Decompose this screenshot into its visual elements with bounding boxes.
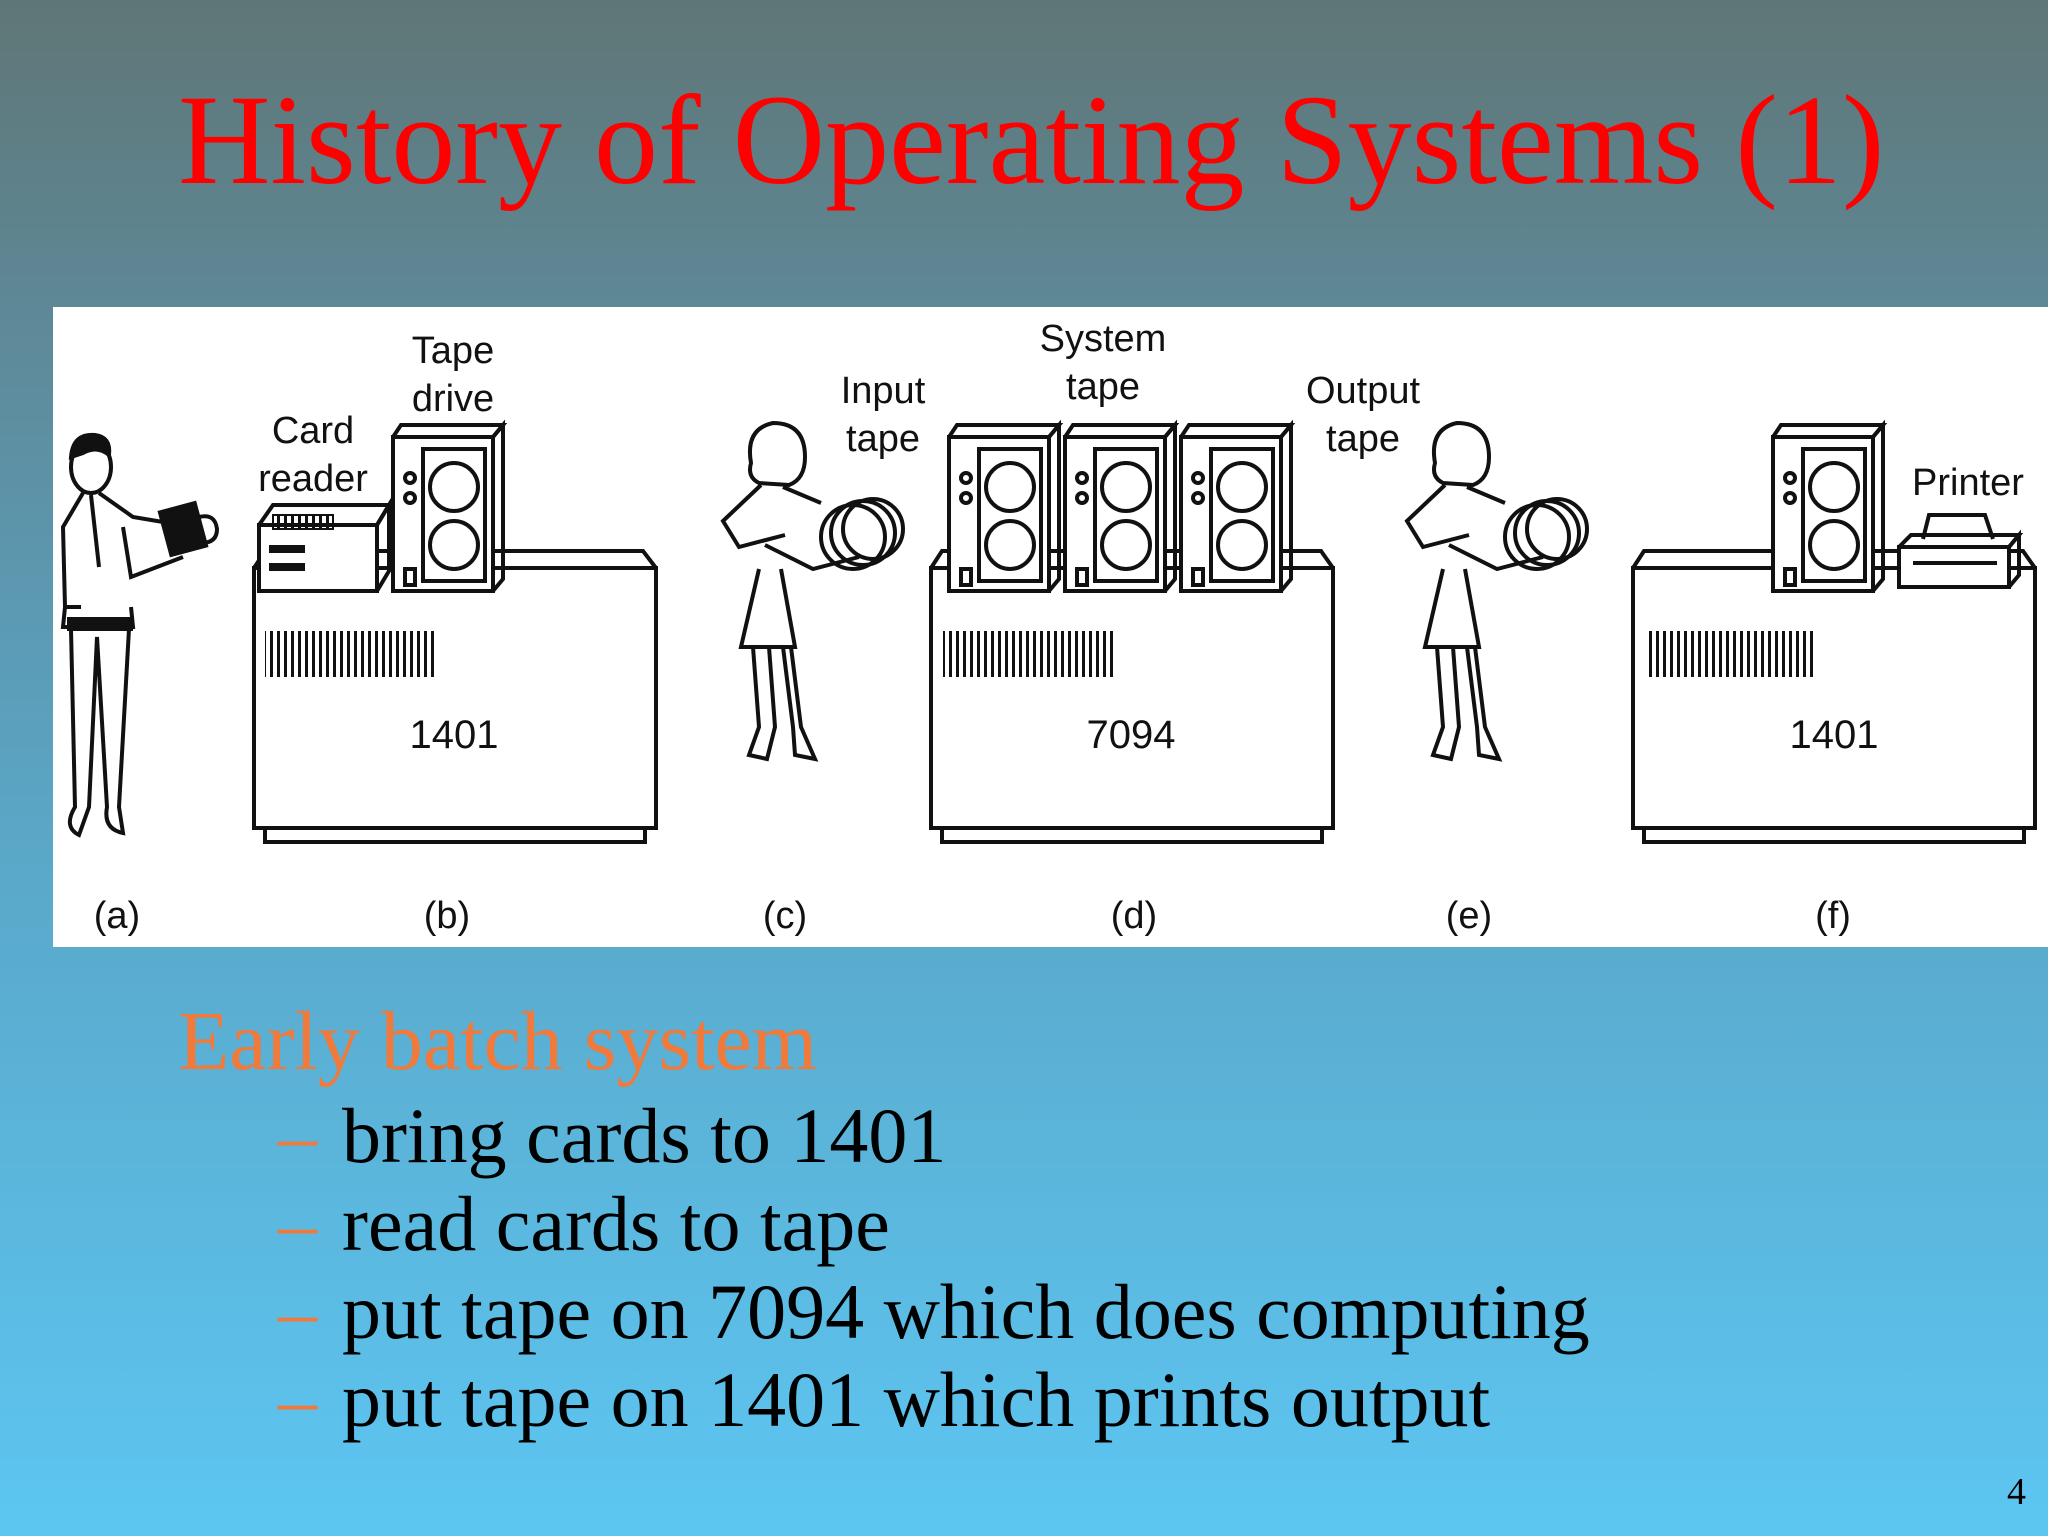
tape-drive-label: Tape drive bbox=[411, 330, 495, 420]
tape-drive-device bbox=[1771, 419, 1888, 593]
machine-number-label: 1401 bbox=[1789, 713, 1879, 757]
page-number: 4 bbox=[2007, 1471, 2026, 1513]
bullet-text: put tape on 1401 which prints output bbox=[342, 1356, 1491, 1443]
bullet-marker: – bbox=[278, 1180, 317, 1267]
batch-system-figure: Card reader Tape drive Input tape System… bbox=[53, 307, 2048, 947]
bullet-marker: – bbox=[278, 1268, 317, 1355]
figure-caption: (b) bbox=[423, 895, 471, 937]
section-heading: Early batch system bbox=[178, 995, 818, 1088]
machine-number-label: 1401 bbox=[409, 713, 499, 757]
bullet-marker: – bbox=[278, 1356, 317, 1443]
bullet-item: –bring cards to 1401 bbox=[278, 1092, 1590, 1180]
bullet-list: –bring cards to 1401 –read cards to tape… bbox=[278, 1092, 1590, 1444]
operator-man-figure bbox=[60, 432, 220, 838]
machine-number-label: 7094 bbox=[1086, 713, 1176, 757]
bullet-item: –read cards to tape bbox=[278, 1180, 1590, 1268]
machine-7094 bbox=[929, 419, 1335, 844]
figure-caption: (a) bbox=[93, 895, 141, 937]
bullet-item: –put tape on 7094 which does computing bbox=[278, 1268, 1590, 1356]
bullet-text: put tape on 7094 which does computing bbox=[342, 1268, 1590, 1355]
tape-drive-device bbox=[391, 419, 508, 593]
operator-woman-output bbox=[1404, 420, 1589, 762]
printer-device bbox=[1897, 513, 2024, 589]
bullet-text: read cards to tape bbox=[342, 1180, 890, 1267]
machine-1401-output bbox=[1631, 419, 2037, 844]
operator-woman-input bbox=[720, 420, 905, 762]
tape-drive-device bbox=[1179, 419, 1296, 593]
batch-system-drawing bbox=[60, 419, 2037, 844]
printer-label: Printer bbox=[1912, 462, 2024, 504]
output-tape-label: Output tape bbox=[1305, 370, 1421, 460]
bullet-text: bring cards to 1401 bbox=[342, 1092, 947, 1179]
tape-drive-device bbox=[947, 419, 1064, 593]
tape-drive-device bbox=[1063, 419, 1180, 593]
card-reader-device bbox=[257, 497, 393, 593]
machine-1401-input bbox=[252, 419, 658, 844]
bullet-item: –put tape on 1401 which prints output bbox=[278, 1356, 1590, 1444]
slide-title: History of Operating Systems (1) bbox=[178, 69, 1885, 211]
bullet-marker: – bbox=[278, 1092, 317, 1179]
card-reader-label: Card reader bbox=[258, 410, 368, 500]
figure-caption: (c) bbox=[762, 895, 808, 937]
input-tape-label: Input tape bbox=[840, 370, 926, 460]
figure-caption: (e) bbox=[1445, 895, 1493, 937]
figure-caption: (f) bbox=[1815, 895, 1851, 937]
system-tape-label: System tape bbox=[1039, 318, 1167, 408]
figure-caption: (d) bbox=[1110, 895, 1158, 937]
